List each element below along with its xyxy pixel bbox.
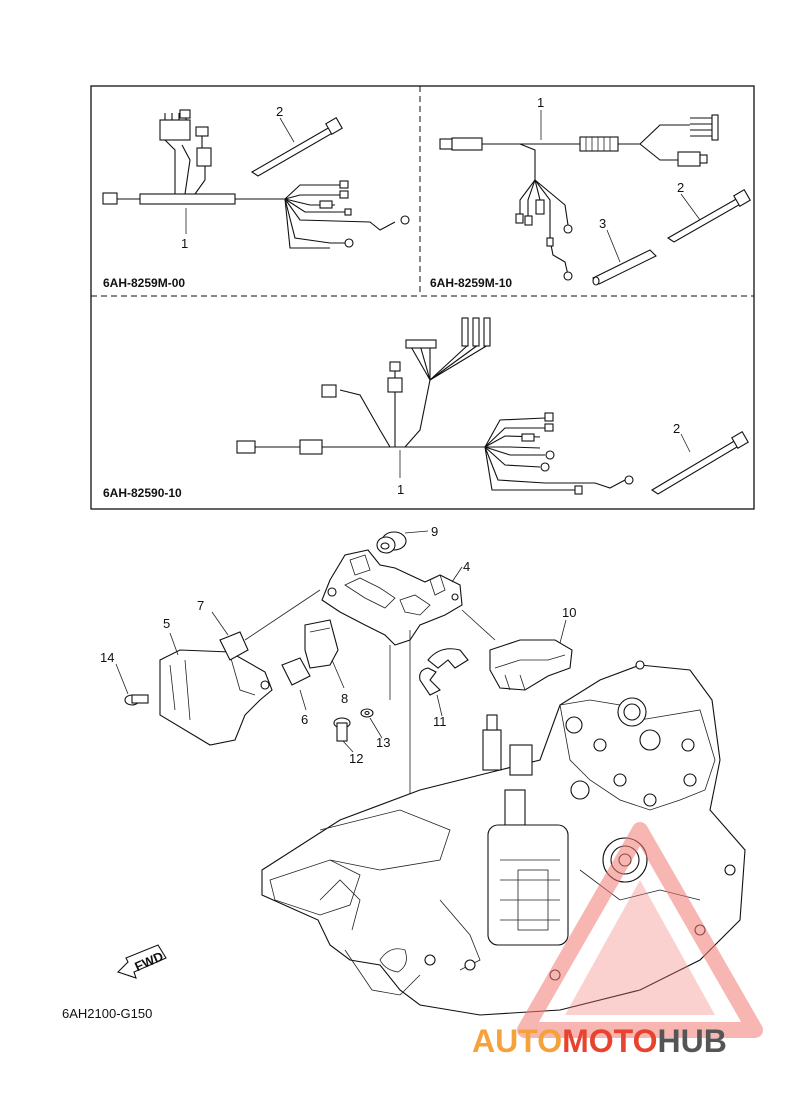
- callout-b-harness: 1: [397, 482, 404, 497]
- callout-part-7: 7: [197, 598, 204, 613]
- code-6ah-82590-10: 6AH-82590-10: [103, 486, 182, 500]
- holder-part-11: [419, 648, 469, 696]
- plate-part-7: [219, 631, 249, 661]
- fwd-label: FWD: [132, 948, 165, 974]
- exploded-view: [115, 530, 573, 890]
- harness-6ah-82590-10: [236, 317, 749, 495]
- drawing-code: 6AH2100-G150: [62, 1006, 152, 1021]
- harness-6ah-8259m-00: [102, 109, 410, 249]
- callout-tl-tie: 2: [276, 104, 283, 119]
- clip-part-8: [304, 619, 339, 669]
- grommet-part-9: [376, 531, 407, 554]
- watermark-moto: MOTO: [562, 1023, 657, 1059]
- watermark-auto: AUTO: [472, 1023, 562, 1059]
- callout-part-8: 8: [341, 691, 348, 706]
- cover-part-10: [489, 639, 573, 691]
- callout-part-13: 13: [376, 735, 390, 750]
- plate-part-6: [281, 657, 311, 686]
- callout-part-12: 12: [349, 751, 363, 766]
- bracket-part-4: [321, 549, 463, 646]
- callout-part-9: 9: [431, 524, 438, 539]
- screw-part-14: [124, 694, 149, 706]
- callout-b-tie: 2: [673, 421, 680, 436]
- watermark-logo: AUTOMOTOHUB: [472, 822, 763, 1059]
- code-6ah-8259m-10: 6AH-8259M-10: [430, 276, 512, 290]
- harness-6ah-8259m-10: [439, 110, 751, 286]
- code-6ah-8259m-00: 6AH-8259M-00: [103, 276, 185, 290]
- bolt-part-12: [333, 717, 351, 742]
- cover-part-5: [159, 649, 273, 746]
- callout-part-11: 11: [433, 714, 447, 729]
- harness-variants-box: [90, 85, 755, 510]
- watermark-hub: HUB: [657, 1023, 726, 1059]
- callout-tr-tie: 2: [677, 180, 684, 195]
- callout-part-14: 14: [100, 650, 114, 665]
- callout-part-10: 10: [562, 605, 576, 620]
- callout-part-6: 6: [301, 712, 308, 727]
- callout-tl-harness: 1: [181, 236, 188, 251]
- watermark-text: AUTOMOTOHUB: [472, 1023, 727, 1059]
- fwd-arrow-icon: [116, 944, 167, 979]
- callout-tr-harness: 1: [537, 95, 544, 110]
- callout-part-5: 5: [163, 616, 170, 631]
- callout-part-4: 4: [463, 559, 470, 574]
- callout-tr-tube: 3: [599, 216, 606, 231]
- washer-part-13: [360, 708, 374, 718]
